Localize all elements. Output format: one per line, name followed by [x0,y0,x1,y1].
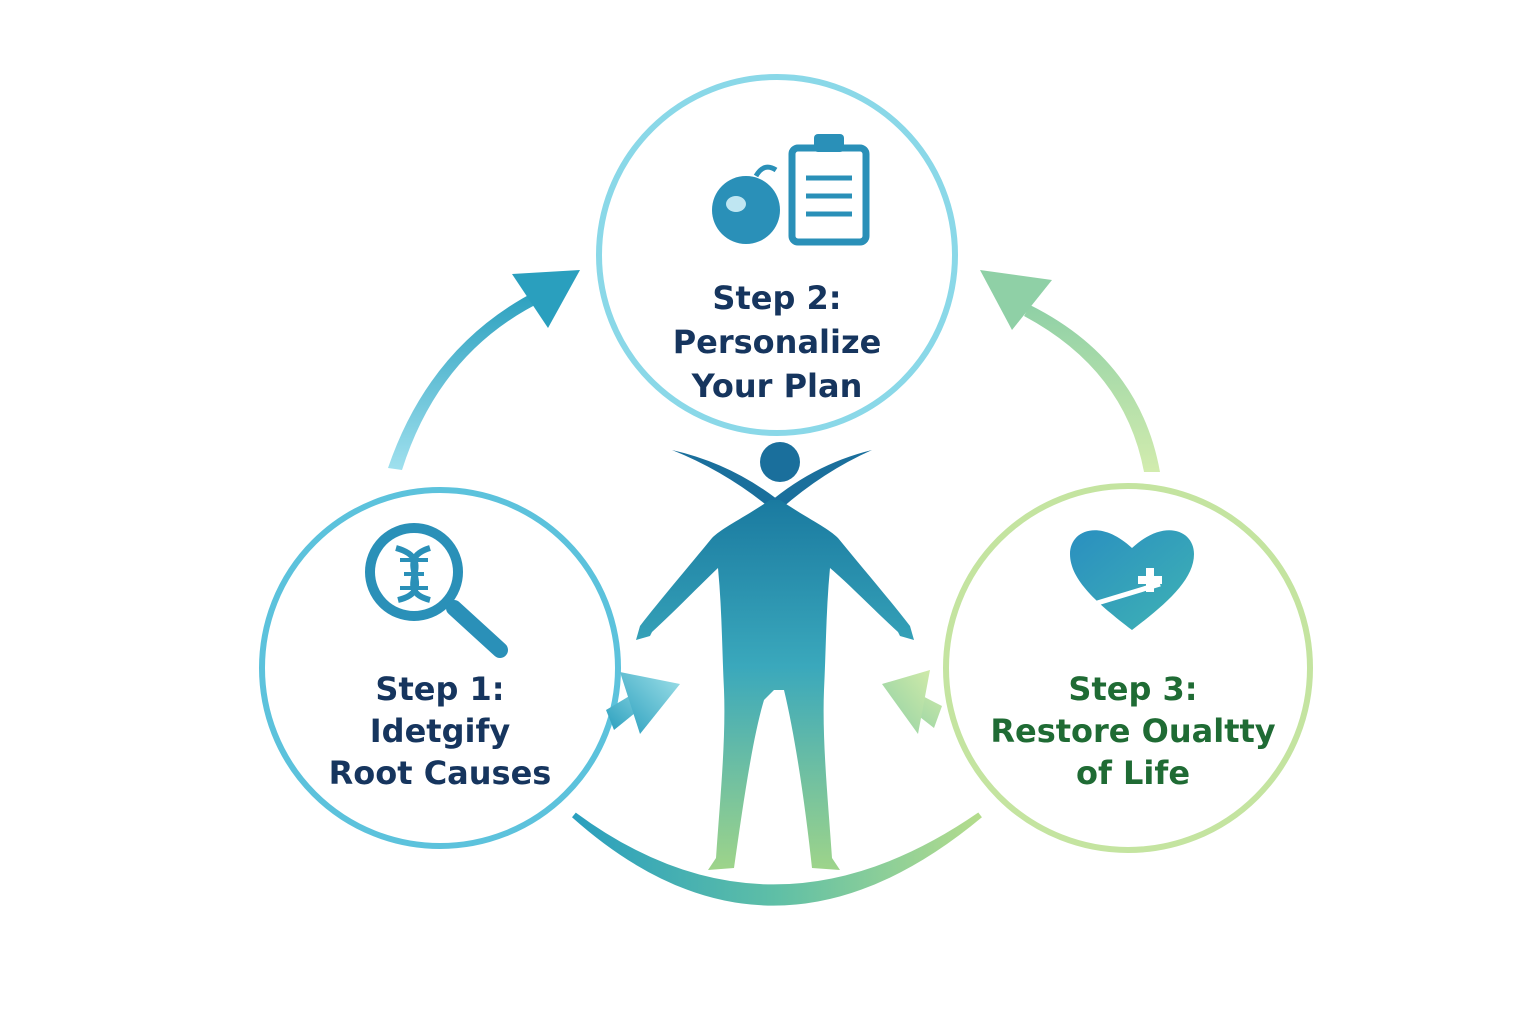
arrow-small-right [882,670,942,734]
step-3-line-1: Restore Oualtty [990,712,1276,750]
step-1-title: Step 1: [375,670,505,708]
human-figure-icon [636,442,914,870]
arrow-right-up [980,270,1160,472]
step-1-line-1: Idetgify [369,712,511,750]
step-1-line-2: Root Causes [328,754,552,792]
heart-plus-icon [1070,530,1194,630]
step-3-label: Step 3: Restore Oualtty of Life [968,668,1298,794]
arrow-left-up [388,270,580,470]
arrow-bottom-arc [572,812,982,906]
step-1-label: Step 1: Idetgify Root Causes [280,668,600,794]
apple-clipboard-icon [712,134,870,246]
magnifier-dna-icon [365,523,508,658]
step-3-line-2: of Life [1075,754,1191,792]
arrow-small-left [606,672,680,734]
step-3-circle [943,483,1313,853]
step-2-label: Step 2: Personalize Your Plan [617,276,937,408]
step-2-circle [596,74,958,436]
step-1-circle [259,487,621,849]
step-2-title: Step 2: [712,279,842,317]
step-3-title: Step 3: [1068,670,1198,708]
step-2-line-1: Personalize [672,323,882,361]
step-2-line-2: Your Plan [691,367,863,405]
